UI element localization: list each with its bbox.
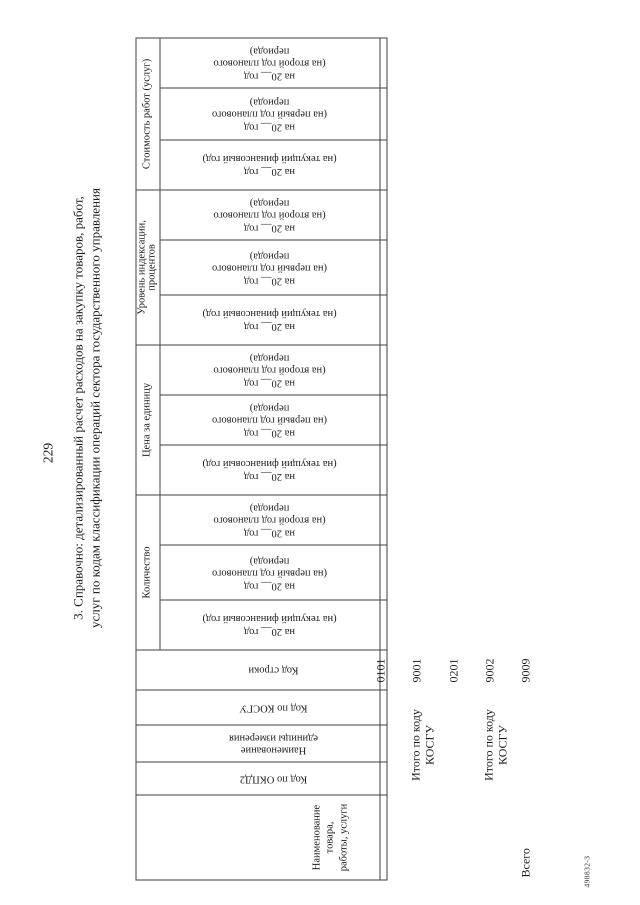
section-title: 3. Справочно: детализированный расчет ра…: [70, 0, 103, 815]
row-line-code: 0201: [446, 658, 460, 682]
col-header-item-name-text: Наименование товара, работы, услуги: [310, 803, 349, 871]
row-line-code: 9009: [518, 658, 532, 682]
subheader-quantity-current-year: на 20__ год (на текущий финансовый год): [159, 599, 380, 650]
bill-number: 498832-3: [582, 855, 591, 887]
subheader-index-second-plan-year: на 20__ год (на второй год планового пер…: [159, 189, 380, 240]
group-header-quantity: Количество: [135, 494, 160, 650]
subheader-quantity-second-plan-year: на 20__ год (на второй год планового пер…: [159, 494, 380, 545]
subheader-price-current-year: на 20__ год (на текущий финансовый год): [159, 444, 380, 495]
section-title-line1: 3. Справочно: детализированный расчет ра…: [70, 195, 85, 620]
row-label: Итого по коду КОСГУ: [481, 708, 509, 781]
subheader-price-second-plan-year: на 20__ год (на второй год планового пер…: [159, 344, 380, 395]
group-header-works-cost: Стоимость работ (услуг): [135, 37, 160, 190]
page-number: 229: [40, 442, 55, 463]
col-header-unit-name: Наименование единицы измерения: [135, 724, 380, 762]
row-line-code: 9002: [482, 658, 496, 682]
subheader-quantity-first-plan-year: на 20__ год (на первый год планового пер…: [159, 544, 380, 600]
row-line-code: 9001: [409, 658, 423, 682]
table-data-region: 0101 Итого по коду КОСГУ 9001 0201 Итого…: [365, 38, 615, 880]
subheader-index-first-plan-year: на 20__ год (на первый год планового пер…: [159, 239, 380, 295]
row-line-code: 0101: [373, 658, 387, 682]
col-header-kosgu-code: Код по КОСГУ: [135, 689, 380, 725]
subheader-cost-first-plan-year: на 20__ год (на первый год планового пер…: [159, 87, 380, 140]
subheader-cost-current-year: на 20__ год (на текущий финансовый год): [159, 139, 380, 190]
group-header-unit-price: Цена за единицу: [135, 344, 160, 495]
calculation-table: Наименование товара, работы, услуги Код …: [135, 37, 387, 880]
col-header-item-name: Наименование товара, работы, услуги: [135, 794, 380, 880]
row-label: Итого по коду КОСГУ: [408, 708, 436, 781]
group-header-indexation-level: Уровень индексации, процентов: [135, 189, 160, 345]
col-header-line-code: Код строки: [135, 649, 380, 690]
row-label: Всего: [518, 847, 532, 877]
subheader-index-current-year: на 20__ год (на текущий финансовый год): [159, 294, 380, 345]
section-title-line2: услуг по кодам классификации операций се…: [86, 187, 102, 628]
col-header-okpd2-code: Код по ОКПД2: [135, 761, 380, 795]
subheader-cost-second-plan-year: на 20__ год (на второй год планового пер…: [159, 37, 380, 88]
subheader-price-first-plan-year: на 20__ год (на первый год планового пер…: [159, 394, 380, 445]
